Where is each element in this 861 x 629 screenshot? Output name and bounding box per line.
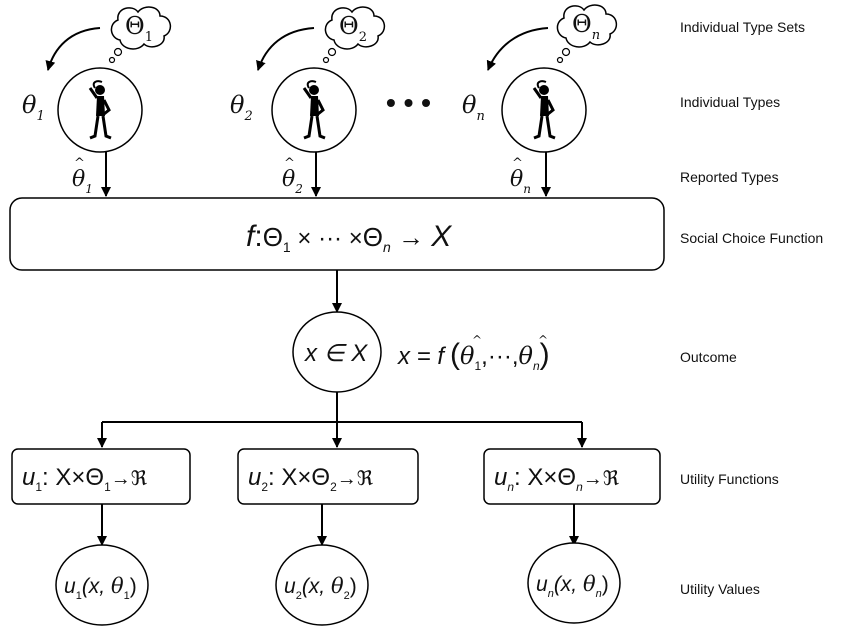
label-outcome: Outcome — [680, 349, 737, 365]
thought-bubble-1a — [113, 47, 123, 57]
thought-bubble-1b — [108, 56, 116, 64]
type-theta-1: θ1 — [22, 91, 45, 124]
label-utility-functions: Utility Functions — [680, 471, 779, 487]
draw-arrow-2 — [256, 27, 315, 71]
type-set-theta-2: Θ2 — [339, 12, 367, 45]
utility-function-formula-2: u2: X×Θ2→ℜ — [248, 464, 374, 494]
draw-arrow-n — [486, 27, 549, 71]
outcome-equation: x = f(θ1,···,θn) — [397, 338, 550, 373]
thought-bubble-nb — [556, 56, 564, 64]
label-reported-types: Reported Types — [680, 169, 779, 185]
reported-type-n: θn — [510, 167, 531, 196]
reported-type-1: θ1 — [72, 167, 93, 196]
utility-function-formula-1: u1: X×Θ1→ℜ — [22, 464, 148, 494]
type-set-theta-1: Θ1 — [125, 12, 153, 45]
thought-cloud-n — [556, 4, 618, 48]
agents-ellipsis: • • • — [386, 87, 431, 118]
thought-cloud-2 — [324, 6, 386, 50]
utility-value-circle-n — [527, 542, 621, 624]
reported-type-2: θ2 — [282, 167, 303, 196]
agent-2: Θ2 θ2 θ2 ^ — [230, 6, 386, 197]
outcome-in-circle: x ∈ X — [304, 340, 368, 367]
reported-hat-2: ^ — [284, 156, 295, 171]
thought-cloud-1 — [110, 6, 172, 50]
utility-value-formula-1: u1(x, θ1) — [64, 574, 137, 602]
utility-value-n: un(x, θn) — [527, 542, 621, 624]
utility-value-formula-2: u2(x, θ2) — [284, 574, 357, 602]
label-utility-values: Utility Values — [680, 581, 760, 597]
utility-function-n: un: X×Θn→ℜ — [483, 448, 661, 546]
utility-value-formula-n: un(x, θn) — [536, 572, 609, 600]
outcome-hat-1: ^ — [472, 333, 482, 347]
outcome-hat-n: ^ — [538, 333, 548, 347]
thought-bubble-2a — [327, 47, 337, 57]
type-theta-2: θ2 — [230, 91, 253, 124]
utility-value-circle-2 — [275, 544, 369, 626]
thought-bubble-2b — [322, 56, 330, 64]
utility-value-2: u2(x, θ2) — [275, 544, 369, 626]
label-individual-type-sets: Individual Type Sets — [680, 19, 805, 35]
utility-function-box-2 — [237, 448, 419, 505]
thought-bubble-na — [561, 47, 571, 57]
utility-function-box-n — [483, 448, 661, 505]
utility-function-formula-n: un: X×Θn→ℜ — [494, 464, 620, 494]
utility-value-1: u1(x, θ1) — [55, 544, 149, 626]
agent-n: Θn θn θn ^ — [462, 4, 618, 197]
scf-formula: f:Θ1 × ··· ×Θn → X — [246, 220, 452, 255]
label-social-choice-function: Social Choice Function — [680, 230, 823, 246]
reported-hat-n: ^ — [512, 156, 523, 171]
utility-value-circle-1 — [55, 544, 149, 626]
type-theta-n: θn — [462, 91, 485, 124]
reported-hat-1: ^ — [74, 156, 85, 171]
utility-function-1: u1: X×Θ1→ℜ — [11, 448, 191, 546]
agent-1: Θ1 θ1 θ1 ^ — [22, 6, 172, 197]
type-set-theta-n: Θn — [572, 10, 600, 43]
label-individual-types: Individual Types — [680, 94, 780, 110]
draw-arrow-1 — [45, 27, 101, 71]
utility-function-2: u2: X×Θ2→ℜ — [237, 448, 419, 546]
